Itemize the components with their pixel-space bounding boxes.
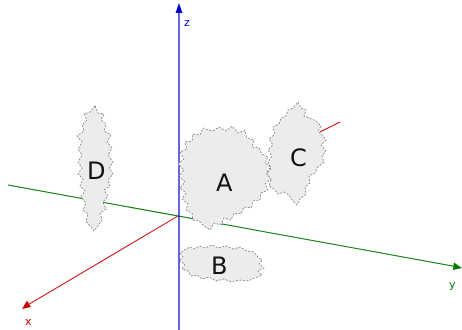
y-axis-arrow-icon	[452, 262, 462, 270]
fractal-c[interactable]: C	[266, 101, 327, 206]
fractal-b-label: B	[211, 252, 227, 280]
fractal-d-label: D	[87, 157, 105, 185]
fractal-c-label: C	[290, 144, 307, 172]
x-axis[interactable]	[22, 121, 341, 309]
x-axis-arrow-icon	[22, 300, 31, 309]
z-axis-arrow-icon	[175, 3, 183, 13]
z-axis-label: z	[184, 16, 190, 29]
x-axis-line	[25, 215, 179, 307]
fractal-a-label: A	[216, 169, 233, 197]
fractal-a[interactable]: A	[177, 125, 272, 231]
fractal-c-shape	[266, 101, 327, 206]
z-axis[interactable]	[175, 3, 183, 330]
fractal-a-shape	[177, 125, 272, 231]
y-axis-label: y	[449, 278, 456, 291]
fractal-b-shape	[178, 244, 265, 283]
x-axis-line-back	[319, 121, 341, 133]
fractal-d[interactable]: D	[76, 105, 114, 232]
fractal-b[interactable]: B	[178, 244, 265, 283]
x-axis-label: x	[25, 315, 32, 328]
fractal-d-shape	[76, 105, 114, 232]
